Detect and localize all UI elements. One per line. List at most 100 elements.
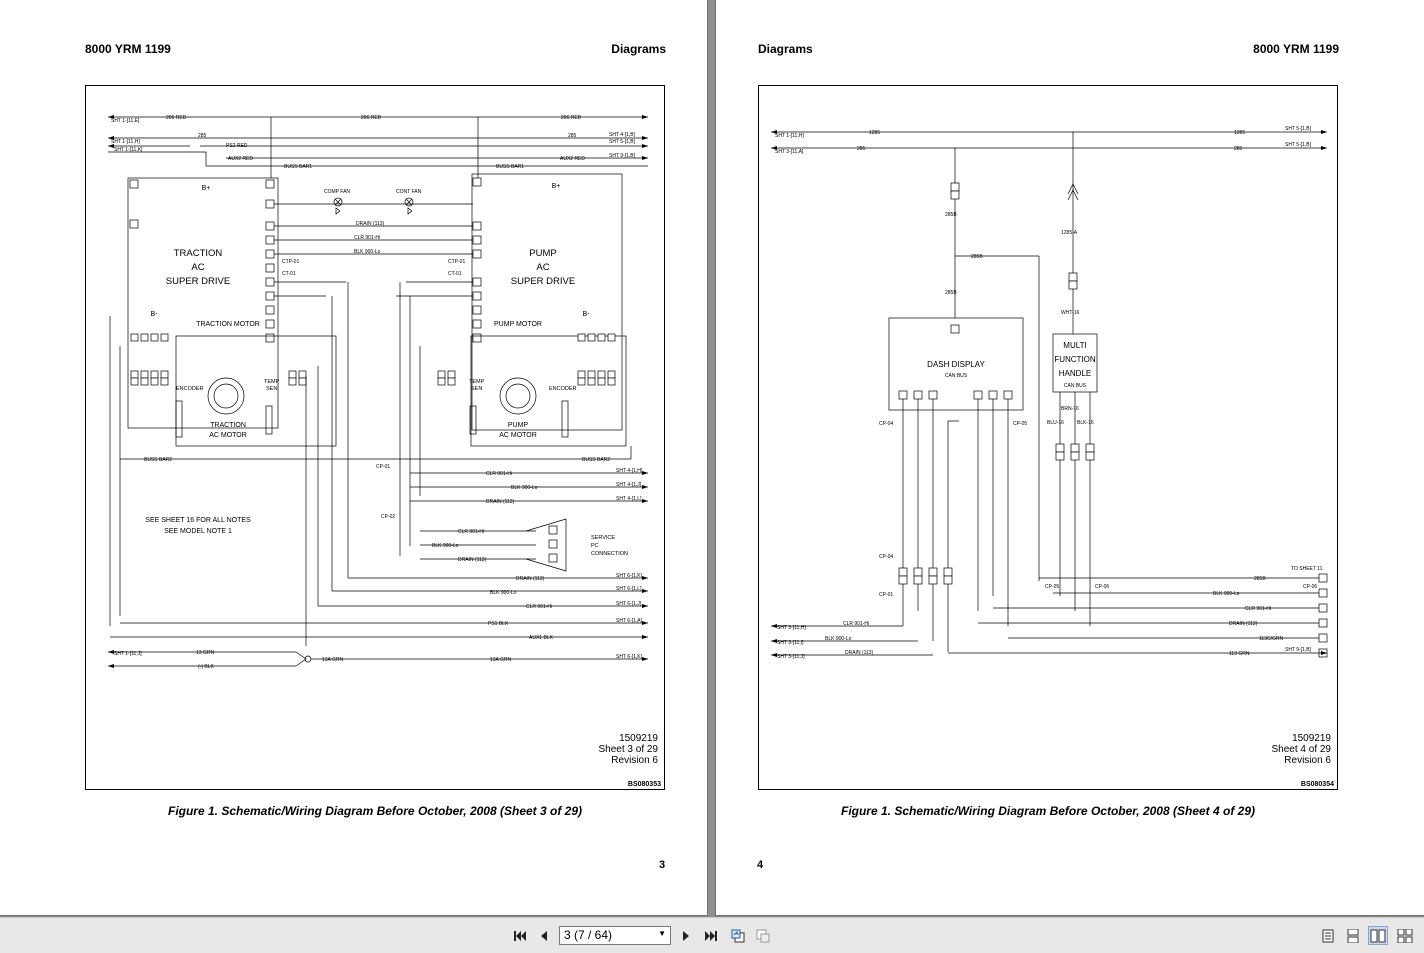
connection-label: CONNECTION — [591, 551, 628, 557]
traction-label: TRACTION — [174, 248, 223, 259]
b-minus-right: B- — [583, 311, 591, 318]
wire-285b-right-label: 285B — [1254, 576, 1266, 582]
service-label: SERVICE — [591, 535, 615, 541]
next-page-icon[interactable] — [677, 927, 695, 945]
cp05-low-label: CP-05 — [1045, 584, 1059, 590]
sht4-1h-label: SHT 4-[1,H] — [616, 468, 643, 474]
wht16-label: WHT-16 — [1061, 310, 1080, 316]
aux1-blk-label: AUX1 BLK — [529, 635, 554, 641]
drawing-id: BS080353 — [627, 781, 661, 788]
drain-113-left-label: DRAIN (113) — [845, 650, 874, 656]
wire-label-206-red-right: 206 RED — [561, 115, 582, 121]
two-page-icon[interactable] — [1368, 926, 1388, 945]
blk-900-bottom-label: BLK 900-Lo — [490, 590, 517, 596]
encoder-label-right: ENCODER — [549, 386, 577, 392]
traction-ac-motor-label-2: AC MOTOR — [209, 432, 247, 439]
b-plus-left: B+ — [202, 185, 211, 192]
header-manual-number: 8000 YRM 1199 — [1253, 42, 1339, 56]
wire-285-right-label: 285 — [1234, 146, 1243, 152]
previous-page-icon[interactable] — [535, 927, 553, 945]
sht6-1k-label: SHT 6-[1,K] — [616, 573, 643, 579]
revision: Revision 6 — [1284, 755, 1331, 766]
sheet-count: Sheet 4 of 29 — [1271, 744, 1332, 755]
forward-view-icon[interactable] — [754, 927, 772, 945]
sht4-1b-label: SHT 4-[1,B] — [609, 132, 636, 138]
back-view-icon[interactable] — [729, 927, 747, 945]
continuous-icon[interactable] — [1344, 927, 1362, 944]
cp01-label: CP-01 — [376, 464, 390, 470]
clr-901-label: CLR 901-Hi — [354, 235, 380, 241]
header-manual-number: 8000 YRM 1199 — [85, 42, 171, 56]
drain-pc-label: DRAIN (113) — [458, 557, 487, 563]
buss-bar1-label: BUSS BAR1 — [284, 164, 312, 170]
dash-display-wiring-diagram: SHT 1-[11,H] SHT 3-[11,A] 1285 1285 285 … — [771, 126, 1328, 660]
temp-label-right: TEMP — [469, 379, 485, 385]
pump-super-drive-label: SUPER DRIVE — [511, 276, 575, 287]
pump-ac-motor-label-1: PUMP — [508, 422, 529, 429]
sht1-11h-label: SHT 1-[11,H] — [111, 139, 140, 145]
wire-285b-label: 285B — [945, 212, 957, 218]
sht3-11j-label: SHT 3-[11,J] — [777, 654, 805, 660]
wire-label-206-red-mid: 206 RED — [361, 115, 382, 121]
sht6-1a-label: SHT 6-[1,A] — [616, 618, 643, 624]
sht1-11j-label: SHT 1-[11,J] — [114, 651, 142, 657]
drain-113-out-label: DRAIN (113) — [486, 499, 515, 505]
blk-900-out-label: BLK 900-Lo — [511, 485, 538, 491]
traction-motor-label: TRACTION MOTOR — [196, 321, 260, 328]
drain-113-right-label: DRAIN (113) — [1229, 621, 1258, 627]
wire-285-label: 285 — [857, 146, 866, 152]
ctp01-right-label: CTP-01 — [448, 259, 465, 265]
can-bus-label: CAN BUS — [945, 373, 968, 379]
two-page-continuous-icon[interactable] — [1396, 927, 1414, 944]
blk-900-right-label: BLK 900-Lo — [1213, 591, 1240, 597]
notes-line-1: SEE SHEET 16 FOR ALL NOTES — [145, 517, 251, 524]
113-grn-right-label: 113 GRN — [1229, 651, 1250, 657]
13-grn-label: 13 GRN — [196, 650, 214, 656]
ctp01-label: CTP-01 — [282, 259, 299, 265]
sht5-1b2-label: SHT 5-[1,B] — [1285, 142, 1312, 148]
clr-901-left-label: CLR 901-Hi — [843, 621, 869, 627]
wire-285b-low-label: 285B — [945, 290, 957, 296]
last-page-icon[interactable] — [702, 927, 720, 945]
first-page-icon[interactable] — [511, 927, 529, 945]
clr-901-right-label: CLR 901-Hi — [1245, 606, 1271, 612]
pump-ac-motor-label-2: AC MOTOR — [499, 432, 537, 439]
blk-900-label: BLK 900-Lo — [354, 249, 381, 255]
single-page-icon[interactable] — [1319, 927, 1337, 944]
temp-label-left: TEMP — [264, 379, 280, 385]
sen-label-right: SEN — [471, 386, 482, 392]
encoder-label-left: ENCODER — [176, 386, 204, 392]
figure-caption: Figure 1. Schematic/Wiring Diagram Befor… — [840, 804, 1256, 818]
notes-line-2: SEE MODEL NOTE 1 — [164, 528, 232, 535]
pump-motor-label: PUMP MOTOR — [494, 321, 542, 328]
cp05-label: CP-05 — [1013, 421, 1027, 427]
cp02-label: CP-02 — [381, 514, 395, 520]
figure-caption: Figure 1. Schematic/Wiring Diagram Befor… — [167, 804, 583, 818]
blu16-label: BLU-16 — [1047, 420, 1064, 426]
sht5-1b-label: SHT 5-[1,B] — [1285, 126, 1312, 132]
pump-label: PUMP — [529, 248, 556, 259]
aux2-red-right-label: AUX2 RED — [560, 156, 585, 162]
comp-fan-label: COMP FAN — [324, 189, 350, 195]
sht9-1b-label: SHT 9-[1,B] — [1285, 647, 1312, 653]
wiring-diagram-frame: 206 RED 206 RED 206 RED SHT 1-[11,H] SHT… — [85, 85, 665, 790]
traction-ac-label: AC — [191, 262, 204, 273]
chevron-down-icon: ▼ — [658, 929, 666, 938]
sht9-1b-label: SHT 9-[1,B] — [609, 153, 636, 159]
neg-blk-label: (-) BLK — [198, 664, 215, 670]
drawing-id: BS080354 — [1300, 781, 1334, 788]
sen-label-left: SEN — [266, 386, 277, 392]
page-number-select[interactable]: 3 (7 / 64) ▼ — [559, 926, 671, 945]
buss-bar1-right-label: BUSS BAR1 — [496, 164, 524, 170]
function-label: FUNCTION — [1054, 355, 1096, 364]
sht4-1j-label: SHT 4-[1,J] — [616, 482, 642, 488]
sheet-info: 1509219 Sheet 4 of 29 Revision 6 — [1272, 733, 1332, 766]
page-select-value: 3 (7 / 64) — [564, 928, 613, 942]
b-plus-right: B+ — [552, 183, 561, 190]
brn16-label: BRN-16 — [1061, 406, 1079, 412]
sht6-1l-label: SHT 6-[1,L] — [616, 586, 642, 592]
drawing-number: 1509219 — [1292, 733, 1331, 744]
b-minus-left: B- — [151, 311, 159, 318]
sht3-11a-label: SHT 3-[11,A] — [775, 149, 804, 155]
can-bus-handle-label: CAN BUS — [1064, 383, 1087, 389]
